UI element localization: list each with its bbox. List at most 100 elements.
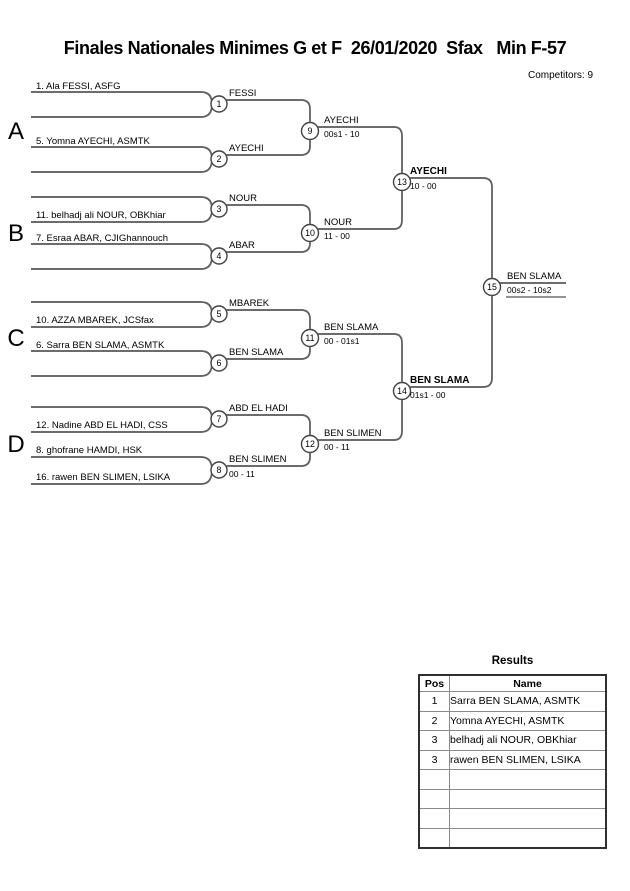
result-name: Sarra BEN SLAMA, ASMTK [449, 691, 607, 712]
results-row: 3 belhadj ali NOUR, OBKhiar [418, 730, 607, 751]
connector-semifinal-bottom [317, 333, 403, 441]
match-2-number: 2 [217, 154, 222, 164]
match-9-winner: AYECHI [324, 115, 359, 126]
result-name [449, 788, 607, 809]
match-13-number: 13 [397, 177, 407, 187]
match-2-winner: AYECHI [229, 143, 264, 154]
connector-semifinal-top [317, 126, 403, 230]
match-12-winner: BEN SLIMEN [324, 428, 382, 439]
match-12-score: 00 - 11 [324, 442, 350, 452]
match-12-number: 12 [305, 439, 315, 449]
match-3-number: 3 [217, 204, 222, 214]
match-10-circle [300, 223, 320, 243]
match-13-circle [392, 172, 412, 192]
result-name: Yomna AYECHI, ASMTK [449, 710, 607, 731]
match-11-number: 11 [305, 333, 314, 343]
result-pos: 1 [418, 691, 450, 712]
match-7-number: 7 [217, 414, 222, 424]
match-15-number: 15 [487, 282, 497, 292]
match-7-winner: ABD EL HADI [229, 403, 288, 414]
match-9-score: 00s1 - 10 [324, 129, 360, 139]
result-pos [418, 769, 450, 790]
results-col-name: Name [449, 674, 607, 692]
match-1-circle [210, 95, 228, 113]
page-title: Finales Nationales Minimes G et F 26/01/… [63, 38, 567, 58]
entry-seed-8: 8. ghofrane HAMDI, HSK [36, 445, 143, 456]
results-header-row: Pos Name [418, 674, 607, 692]
match-10-winner: NOUR [324, 217, 352, 228]
result-name [449, 808, 607, 829]
match-14-score: 01s1 - 00 [410, 390, 446, 400]
match-8-winner: BEN SLIMEN [229, 454, 287, 465]
slot-1-brace [31, 91, 213, 118]
results-row [418, 788, 607, 809]
result-pos [418, 827, 450, 849]
slot-4-brace [31, 243, 213, 270]
match-9-number: 9 [308, 126, 313, 136]
results-row: 2 Yomna AYECHI, ASMTK [418, 710, 607, 731]
connector-final [409, 177, 493, 388]
match-12-circle [300, 434, 320, 454]
results-row: 1 Sarra BEN SLAMA, ASMTK [418, 691, 607, 712]
match-11-score: 00 - 01s1 [324, 336, 360, 346]
match-1-winner: FESSI [229, 88, 256, 99]
results-title: Results [491, 655, 534, 667]
match-9-circle [300, 121, 320, 141]
match-8-circle [210, 461, 228, 479]
results-panel: Results Pos Name 1 Sarra BEN SLAMA, ASMT… [418, 655, 607, 849]
entry-seed-11: 11. belhadj ali NOUR, OBKhiar [36, 210, 166, 221]
results-col-pos: Pos [418, 674, 450, 692]
match-13-winner: AYECHI [410, 166, 447, 177]
match-15-score: 00s2 - 10s2 [507, 285, 552, 295]
result-pos [418, 788, 450, 809]
competitors-count: Competitors: 9 [528, 70, 594, 81]
entry-seed-1: 1. Ala FESSI, ASFG [36, 81, 120, 92]
result-pos: 3 [418, 730, 450, 751]
entry-seed-10: 10. AZZA MBAREK, JCSfax [36, 315, 154, 326]
section-letter-c: C [7, 325, 24, 352]
match-10-score: 11 - 00 [324, 231, 350, 241]
slot-2-brace [31, 146, 213, 173]
entry-seed-7: 7. Esraa ABAR, CJIGhannouch [36, 233, 168, 244]
match-5-circle [210, 305, 228, 323]
results-row [418, 769, 607, 790]
match-1-number: 1 [217, 99, 222, 109]
match-2-circle [210, 150, 228, 168]
result-pos [418, 808, 450, 829]
match-6-winner: BEN SLAMA [229, 347, 284, 358]
match-5-number: 5 [217, 309, 222, 319]
match-13-score: 10 - 00 [410, 181, 437, 191]
match-4-number: 4 [217, 251, 222, 261]
match-5-winner: MBAREK [229, 298, 270, 309]
match-11-winner: BEN SLAMA [324, 322, 379, 333]
match-3-circle [210, 200, 228, 218]
bracket-diagram: A B C D [7, 81, 566, 485]
match-15-circle [482, 277, 502, 297]
result-name [449, 827, 607, 849]
match-15-winner: BEN SLAMA [507, 271, 562, 282]
match-4-winner: ABAR [229, 240, 255, 251]
match-14-winner: BEN SLAMA [410, 375, 469, 386]
results-row [418, 827, 607, 849]
match-6-number: 6 [217, 358, 222, 368]
section-letter-d: D [7, 431, 24, 458]
slot-6-brace [31, 350, 213, 377]
results-row: 3 rawen BEN SLIMEN, LSIKA [418, 749, 607, 770]
section-letter-b: B [8, 220, 24, 247]
results-row [418, 808, 607, 829]
match-6-circle [210, 354, 228, 372]
match-8-number: 8 [217, 465, 222, 475]
match-11-circle [300, 328, 320, 348]
match-14-circle [392, 381, 412, 401]
match-7-circle [210, 410, 228, 428]
result-name: rawen BEN SLIMEN, LSIKA [449, 749, 607, 770]
match-4-circle [210, 247, 228, 265]
match-10-number: 10 [305, 228, 315, 238]
entry-seed-5: 5. Yomna AYECHI, ASMTK [36, 136, 151, 147]
result-name [449, 769, 607, 790]
result-pos: 2 [418, 710, 450, 731]
entry-seed-12: 12. Nadine ABD EL HADI, CSS [36, 420, 168, 431]
result-pos: 3 [418, 749, 450, 770]
result-name: belhadj ali NOUR, OBKhiar [449, 730, 607, 751]
results-table: Pos Name 1 Sarra BEN SLAMA, ASMTK 2 Yomn… [418, 674, 607, 849]
